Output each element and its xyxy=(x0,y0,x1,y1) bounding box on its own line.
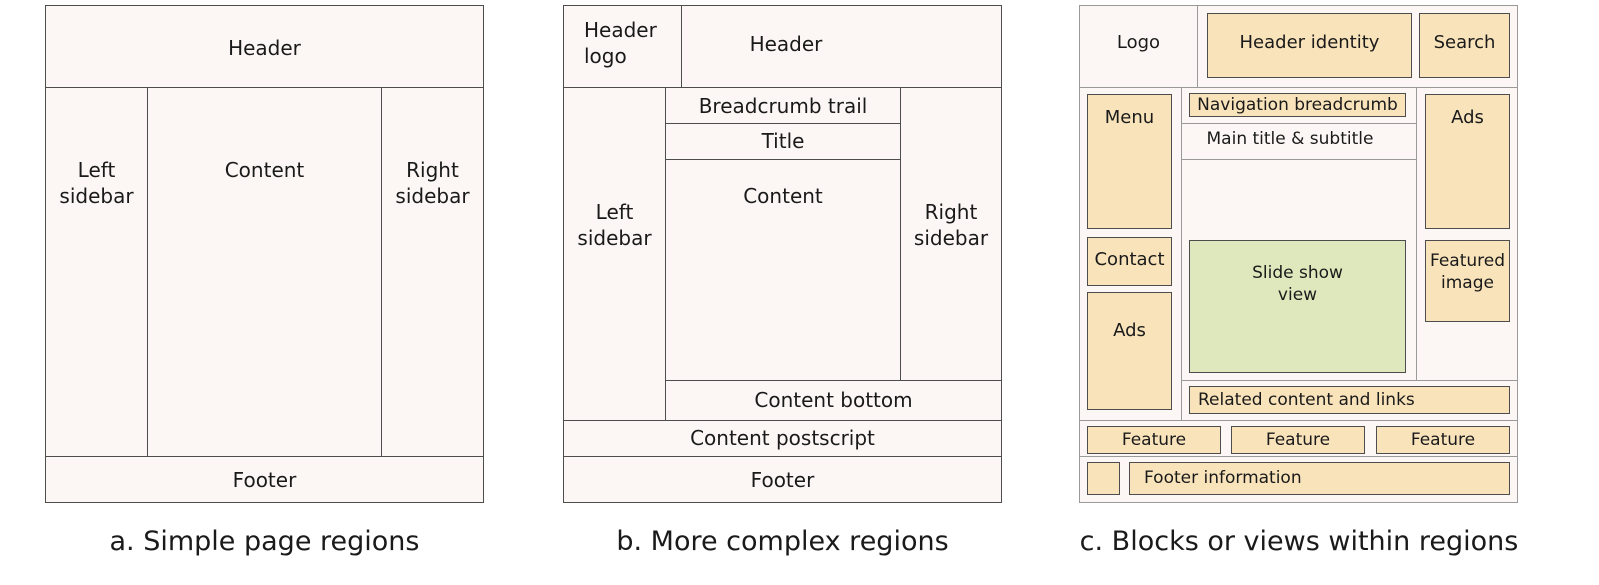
c-main-title-label: Main title & subtitle xyxy=(1206,129,1374,149)
c-slideshow-block: Slide show view xyxy=(1189,240,1406,373)
b-header: Header xyxy=(681,5,1002,88)
b-content-postscript: Content postscript xyxy=(563,420,1002,457)
c-menu-block: Menu xyxy=(1087,94,1172,229)
b-breadcrumb-trail: Breadcrumb trail xyxy=(665,87,901,124)
b-caption: b. More complex regions xyxy=(616,526,949,557)
c-logo-label: Logo xyxy=(1116,32,1161,53)
c-title-region xyxy=(1181,123,1417,160)
c-footer-information-block: Footer information xyxy=(1129,462,1510,495)
c-slideshow-label: Slide show view xyxy=(1252,263,1343,306)
b-right-sidebar: Right sidebar xyxy=(900,87,1002,381)
a-header-label: Header xyxy=(228,36,301,60)
c-feature-block-3: Feature xyxy=(1376,426,1510,454)
c-related-content-block: Related content and links xyxy=(1189,386,1510,414)
a-caption: a. Simple page regions xyxy=(109,526,420,557)
b-content-bottom: Content bottom xyxy=(665,380,1002,421)
a-footer-label: Footer xyxy=(232,468,297,492)
a-left-sidebar-label: Left sidebar xyxy=(59,158,134,208)
c-contact-block: Contact xyxy=(1087,237,1172,286)
c-featured-image-block: Featured image xyxy=(1425,240,1510,322)
c-feature-label: Feature xyxy=(1410,430,1476,450)
b-breadcrumb-label: Breadcrumb trail xyxy=(698,94,868,118)
c-menu-label: Menu xyxy=(1104,107,1155,128)
b-title-label: Title xyxy=(761,129,805,153)
b-content: Content xyxy=(665,159,901,381)
b-left-sidebar: Left sidebar xyxy=(563,87,666,421)
c-ads-left-block: Ads xyxy=(1087,292,1172,410)
a-right-sidebar: Right sidebar xyxy=(381,87,484,457)
c-header-identity-label: Header identity xyxy=(1239,32,1380,53)
c-postscript-region xyxy=(1079,420,1518,457)
c-header-identity-block: Header identity xyxy=(1207,13,1412,78)
c-search-label: Search xyxy=(1433,32,1496,53)
c-search-block: Search xyxy=(1419,13,1510,78)
c-feature-block-2: Feature xyxy=(1231,426,1365,454)
c-featured-image-label: Featured image xyxy=(1429,251,1506,294)
c-feature-label: Feature xyxy=(1265,430,1331,450)
c-navigation-breadcrumb-block: Navigation breadcrumb xyxy=(1189,93,1406,117)
c-footer-information-label: Footer information xyxy=(1144,468,1302,488)
a-content-label: Content xyxy=(224,158,305,182)
a-right-sidebar-label: Right sidebar xyxy=(395,158,470,208)
a-left-sidebar: Left sidebar xyxy=(45,87,148,457)
c-contact-label: Contact xyxy=(1094,249,1165,270)
c-feature-label: Feature xyxy=(1121,430,1187,450)
c-ads-right-block: Ads xyxy=(1425,94,1510,229)
b-content-bottom-label: Content bottom xyxy=(754,388,913,412)
b-content-postscript-label: Content postscript xyxy=(690,426,875,450)
b-header-logo-label: Header logo xyxy=(584,18,657,68)
a-footer: Footer xyxy=(45,456,484,503)
b-header-logo: Header logo xyxy=(563,5,682,88)
c-navigation-breadcrumb-label: Navigation breadcrumb xyxy=(1197,95,1398,115)
c-ads-left-label: Ads xyxy=(1113,320,1146,341)
b-content-label: Content xyxy=(743,184,823,208)
c-related-content-label: Related content and links xyxy=(1198,390,1415,410)
c-feature-block-1: Feature xyxy=(1087,426,1221,454)
c-ads-right-label: Ads xyxy=(1451,107,1484,128)
c-caption: c. Blocks or views within regions xyxy=(1079,526,1519,557)
b-header-label: Header xyxy=(749,32,823,56)
c-footer-small-block xyxy=(1087,462,1120,495)
b-left-sidebar-label: Left sidebar xyxy=(577,200,652,250)
b-footer: Footer xyxy=(563,456,1002,503)
a-header: Header xyxy=(45,5,484,88)
b-footer-label: Footer xyxy=(750,468,815,492)
b-title: Title xyxy=(665,123,901,160)
a-content: Content xyxy=(147,87,382,457)
b-right-sidebar-label: Right sidebar xyxy=(913,200,989,250)
